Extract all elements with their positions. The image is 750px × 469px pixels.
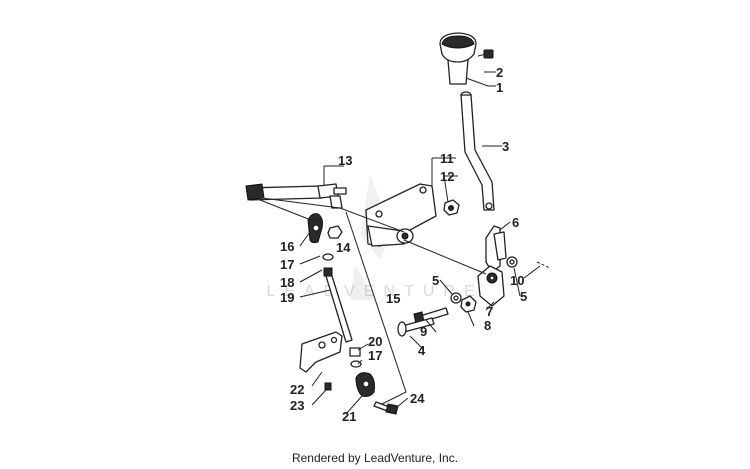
callout-6: 6 <box>512 215 519 230</box>
callout-9: 9 <box>420 324 427 339</box>
leader-lines <box>259 71 541 415</box>
callout-13: 13 <box>338 153 352 168</box>
callout-19: 19 <box>280 290 294 305</box>
callout-7: 7 <box>486 304 493 319</box>
callout-18: 18 <box>280 275 294 290</box>
callout-14: 14 <box>336 240 351 255</box>
lower-bracket <box>299 331 343 391</box>
cotter-pin <box>536 261 551 269</box>
watermark-text: LEADVENTURE <box>266 283 484 300</box>
bracket-nut <box>443 199 460 216</box>
callout-4: 4 <box>418 343 426 358</box>
shift-lever <box>460 91 495 211</box>
callout-17a: 17 <box>280 257 294 272</box>
callout-3: 3 <box>502 139 509 154</box>
ball-joint-upper <box>307 213 343 244</box>
shift-rod <box>325 275 353 343</box>
callout-5b: 5 <box>520 289 527 304</box>
callout-17b: 17 <box>368 348 382 363</box>
washer-left <box>450 292 462 304</box>
callout-12: 12 <box>440 169 454 184</box>
callout-11: 11 <box>440 151 454 166</box>
knob-screw <box>477 49 494 59</box>
callout-23: 23 <box>290 398 304 413</box>
callout-labels: 1 2 3 4 5 5 6 7 8 9 10 11 12 13 14 15 16… <box>280 65 527 424</box>
callout-2: 2 <box>496 65 503 80</box>
callout-1: 1 <box>496 80 503 95</box>
callout-8: 8 <box>484 318 491 333</box>
callout-5a: 5 <box>432 273 439 288</box>
linkage-block <box>477 265 505 307</box>
callout-21: 21 <box>342 409 356 424</box>
shift-shaft <box>245 183 347 209</box>
linkage-nut <box>460 295 477 313</box>
callout-24: 24 <box>410 391 425 406</box>
linkage-clevis <box>485 225 507 273</box>
shift-knob <box>439 32 477 85</box>
washer-right <box>506 256 518 268</box>
lower-joint <box>349 347 375 397</box>
callout-16: 16 <box>280 239 294 254</box>
callout-22: 22 <box>290 382 304 397</box>
clevis-pin <box>397 317 435 337</box>
linkage-bolt <box>413 307 449 325</box>
callout-20: 20 <box>368 334 382 349</box>
callout-15: 15 <box>386 291 400 306</box>
lower-bolt <box>373 401 399 415</box>
upper-washers <box>322 253 334 277</box>
mounting-bracket <box>365 183 437 247</box>
footer-credit: Rendered by LeadVenture, Inc. <box>291 451 459 465</box>
callout-10: 10 <box>510 273 524 288</box>
